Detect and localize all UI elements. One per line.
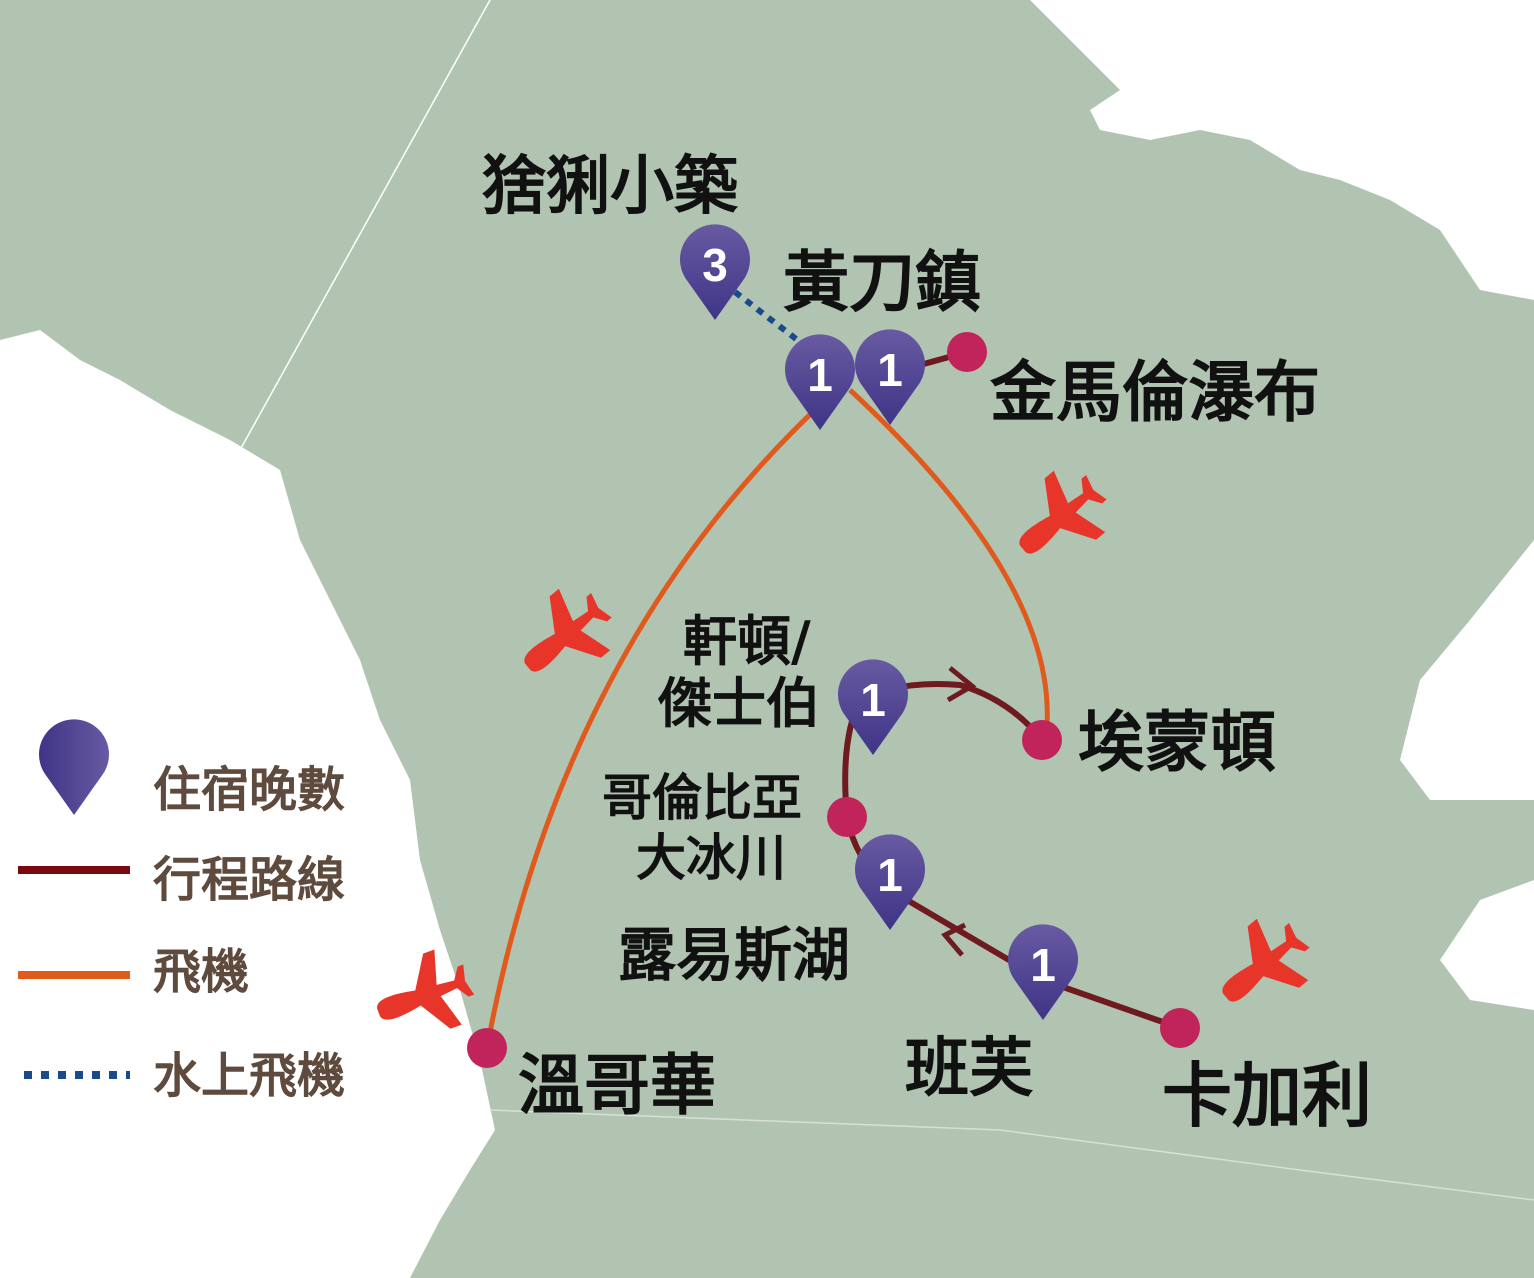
pin-nights: 1	[877, 344, 903, 396]
label-vancouver: 溫哥華	[518, 1047, 716, 1124]
label-hinton: 軒頓/	[683, 610, 811, 673]
pin-nights: 1	[877, 849, 903, 901]
pin-lodge[interactable]: 3	[680, 224, 750, 320]
pacific-ocean	[0, 330, 495, 1278]
pin-banff[interactable]: 1	[1008, 924, 1078, 1020]
route-arrow	[941, 922, 967, 957]
pin-nights: 3	[702, 239, 728, 291]
label-yellowknife: 黃刀鎮	[783, 244, 981, 321]
border-line	[489, 1109, 1534, 1201]
legend-pin-icon	[39, 719, 109, 815]
pin-yellowknife[interactable]: 1	[855, 329, 925, 425]
label-lake-louise: 露易斯湖	[618, 921, 850, 989]
stop-vancouver	[467, 1028, 507, 1068]
border-line	[239, 0, 491, 451]
legend-route-label: 行程路線	[153, 852, 345, 908]
stop-icefield	[827, 797, 867, 837]
label-calgary: 卡加利	[1162, 1055, 1372, 1137]
stop-edmonton	[1022, 720, 1062, 760]
legend-seaplane-label: 水上飛機	[153, 1048, 345, 1104]
atlantic-water	[1400, 540, 1534, 800]
hudson-bay	[1030, 0, 1534, 300]
pin-lake-louise[interactable]: 1	[855, 834, 925, 930]
stop-falls	[947, 332, 987, 372]
label-banff: 班芙	[905, 1032, 1033, 1106]
flight-route-vancouver-yellowknife	[484, 403, 822, 1049]
route-arrow	[946, 666, 977, 703]
pin-nights: 1	[860, 674, 886, 726]
label-jasper: 傑士伯	[657, 672, 820, 735]
flight-route-yellowknife-edmonton	[848, 388, 1050, 726]
pin-nights: 1	[807, 349, 833, 401]
legend: 住宿晚數 行程路線 飛機 水上飛機	[18, 719, 345, 1104]
pin-nights: 1	[1030, 939, 1056, 991]
label-lodge: 猞猁小築	[482, 150, 739, 224]
stop-calgary	[1160, 1008, 1200, 1048]
great-lakes	[1440, 880, 1534, 1010]
label-falls: 金馬倫瀑布	[989, 354, 1320, 431]
pin-jasper[interactable]: 1	[838, 659, 908, 755]
legend-flight-label: 飛機	[153, 944, 249, 1000]
label-edmonton: 埃蒙頓	[1078, 704, 1276, 781]
legend-nights-label: 住宿晚數	[153, 762, 345, 818]
label-icefield: 哥倫比亞	[602, 769, 802, 827]
pin-yellowknife[interactable]: 1	[785, 334, 855, 430]
label-icefield: 大冰川	[636, 829, 786, 887]
